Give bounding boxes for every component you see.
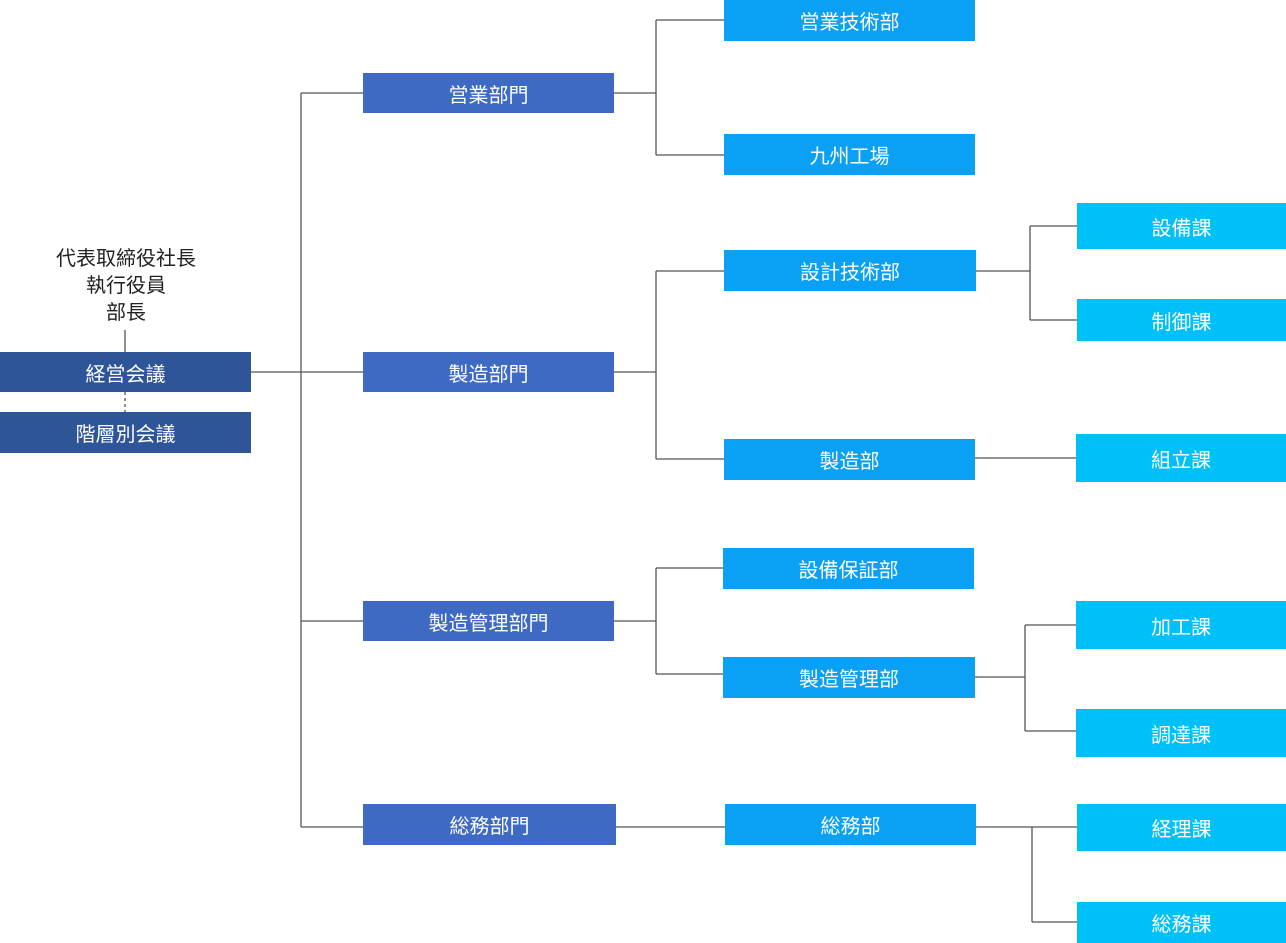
executive-attendees: 代表取締役社長 執行役員 部長 xyxy=(0,245,252,326)
node-division-manufacturing: 製造部門 xyxy=(363,352,614,392)
exec-managers: 部長 xyxy=(106,300,146,324)
node-division-general-affairs: 総務部門 xyxy=(363,804,616,845)
node-dept-kyushu-factory: 九州工場 xyxy=(724,134,975,175)
node-dept-design-engineering: 設計技術部 xyxy=(724,250,976,291)
node-dept-sales-engineering: 営業技術部 xyxy=(724,0,975,41)
node-division-mfg-management: 製造管理部門 xyxy=(363,601,614,641)
node-section-general-affairs: 総務課 xyxy=(1077,902,1286,943)
node-section-control: 制御課 xyxy=(1077,299,1286,341)
node-dept-mfg-management: 製造管理部 xyxy=(723,657,975,698)
node-section-processing: 加工課 xyxy=(1076,601,1286,649)
node-dept-equipment-assurance: 設備保証部 xyxy=(723,548,974,589)
exec-president: 代表取締役社長 xyxy=(56,246,196,270)
node-section-assembly: 組立課 xyxy=(1076,434,1286,482)
exec-officers: 執行役員 xyxy=(86,273,166,297)
node-management-meeting: 経営会議 xyxy=(0,352,251,392)
node-dept-manufacturing: 製造部 xyxy=(724,439,975,480)
node-tier-meeting: 階層別会議 xyxy=(0,412,251,453)
node-division-sales: 営業部門 xyxy=(363,73,614,113)
node-section-accounting: 経理課 xyxy=(1077,804,1286,851)
node-dept-general-affairs: 総務部 xyxy=(725,804,976,845)
node-section-procurement: 調達課 xyxy=(1076,709,1286,757)
node-section-equipment: 設備課 xyxy=(1077,203,1286,249)
